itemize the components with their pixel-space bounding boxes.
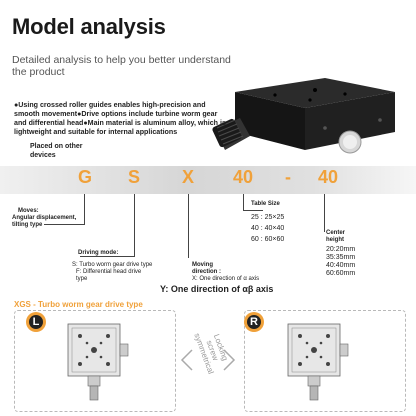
- code-drive-mode: S: [128, 167, 141, 187]
- center-height-row: 20:20mm: [326, 246, 356, 253]
- moves-detail: Angular displacement, tilting type: [12, 215, 77, 228]
- code-dash: -: [285, 167, 291, 187]
- driving-option-f: F: Differential head drive type: [76, 269, 142, 282]
- section-title: XGS - Turbo worm gear drive type: [14, 300, 143, 309]
- code-drive-series: G: [78, 167, 93, 187]
- center-height-list: 20:20mm 35:35mm 40:40mm 60:60mm: [326, 246, 355, 278]
- locking-note-wrap: Locking screw symmetrical: [192, 318, 232, 382]
- page-title: Model analysis: [12, 14, 166, 39]
- table-size-row: 60 : 60×60: [251, 236, 285, 243]
- driving-mode-title: Driving mode:: [78, 250, 119, 256]
- y-direction-note: Y: One direction of αβ axis: [160, 284, 274, 294]
- table-size-title: Table Size: [251, 201, 280, 207]
- center-height-title: Center height: [326, 230, 346, 243]
- center-height-row: 60:60mm: [326, 270, 356, 277]
- leader-direction: [188, 194, 189, 258]
- center-height-row: 35:35mm: [326, 254, 356, 261]
- leader-moves-h: [44, 224, 85, 225]
- left-view-drawing: [67, 323, 129, 401]
- page-subtitle: Detailed analysis to help you better und…: [12, 54, 231, 78]
- code-direction: X: [182, 167, 195, 187]
- right-badge-label: R: [247, 315, 261, 329]
- table-size-row: 25 : 25×25: [251, 214, 285, 221]
- leader-moves: [84, 194, 85, 224]
- right-badge: R: [244, 312, 264, 332]
- left-view-frame: [14, 310, 176, 412]
- features-text: ●Using crossed roller guides enables hig…: [14, 101, 226, 136]
- moves-title: Moves:: [18, 208, 39, 214]
- leader-driving-h: [80, 256, 135, 257]
- center-height-row: 40:40mm: [326, 262, 356, 269]
- left-badge-label: L: [29, 315, 43, 329]
- right-view-drawing: [287, 323, 349, 401]
- table-size-row: 40 : 40×40: [251, 225, 285, 232]
- leader-driving: [134, 194, 135, 256]
- code-table-size: 40: [233, 167, 254, 187]
- table-size-list: 25 : 25×25 40 : 40×40 60 : 60×60: [251, 212, 284, 245]
- direction-detail: X: One direction of α axis: [192, 276, 260, 282]
- driving-option-s: S: Turbo worm gear drive type: [72, 262, 153, 268]
- leader-center: [324, 194, 325, 232]
- model-code-band: [0, 166, 416, 194]
- right-view-frame: [244, 310, 406, 412]
- placement-label: Placed on other devices: [30, 143, 83, 159]
- locking-note: Locking screw symmetrical: [192, 331, 230, 375]
- leader-table: [243, 194, 244, 210]
- product-image: [212, 78, 395, 154]
- leader-table-h: [243, 210, 263, 211]
- symmetry-arrows: [180, 349, 236, 371]
- left-badge: L: [26, 312, 46, 332]
- code-center-height: 40: [318, 167, 339, 187]
- direction-title: Moving direction :: [192, 262, 222, 275]
